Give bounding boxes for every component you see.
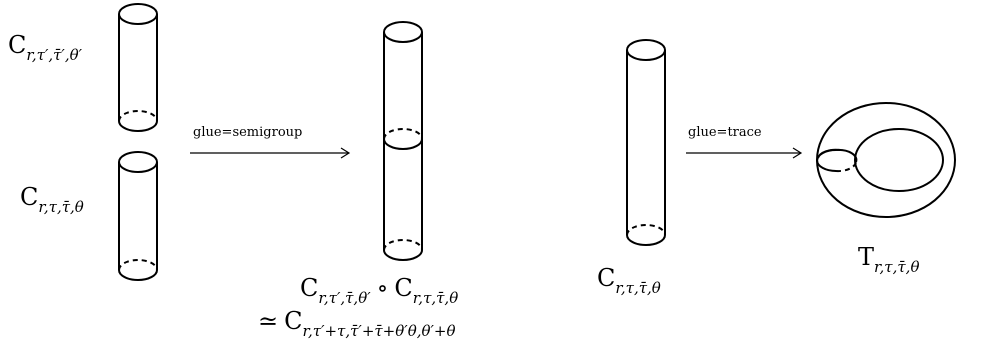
arrow-trace: glue=trace bbox=[686, 125, 803, 159]
label-cyl-top: Cr,τ′,τ̄′,θ′ bbox=[8, 31, 83, 64]
cylinder-top-left bbox=[118, 3, 158, 132]
torus bbox=[816, 102, 956, 218]
cylinder-bottom-left bbox=[118, 151, 158, 281]
label-cyl-single: Cr,τ,τ̄,θ bbox=[597, 264, 661, 297]
label-composite-line1: Cr,τ′,τ̄,θ′∘Cr,τ,τ̄,θ bbox=[300, 274, 458, 307]
arrow-semigroup: glue=semigroup bbox=[190, 125, 351, 159]
arrow-trace-label: glue=trace bbox=[688, 125, 762, 140]
label-cyl-bottom: Cr,τ,τ̄,θ bbox=[20, 183, 84, 216]
label-torus: Tr,τ,τ̄,θ bbox=[858, 243, 919, 276]
cylinder-single bbox=[626, 39, 666, 246]
cylinder-composite bbox=[383, 21, 423, 261]
arrow-semigroup-label: glue=semigroup bbox=[193, 125, 302, 140]
label-composite-line2: ≃Cr,τ′+τ,τ̄′+τ̄+θ′θ,θ′+θ bbox=[258, 307, 456, 340]
